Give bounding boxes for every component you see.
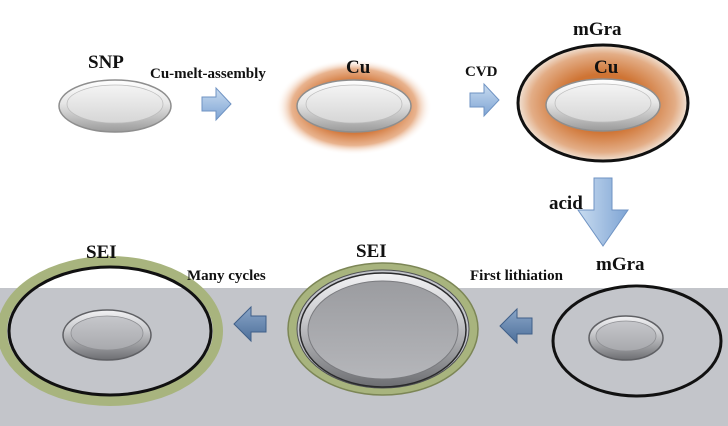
sei-label-left: SEI	[86, 242, 117, 263]
many-cycles-label: Many cycles	[187, 268, 266, 284]
assembly-step-label: Cu-melt-assembly	[150, 66, 266, 82]
mgra-cu-particle	[516, 43, 690, 163]
arrow-acid	[577, 177, 629, 247]
lithiated-particle	[287, 262, 479, 396]
cu-label: Cu	[346, 57, 371, 78]
cycled-particle	[0, 256, 223, 406]
snp-label: SNP	[88, 52, 124, 73]
cvd-step-label: CVD	[465, 64, 498, 80]
arrow-many-cycles	[233, 305, 267, 343]
sei-label-middle: SEI	[356, 241, 387, 262]
mgra-hollow-particle	[551, 284, 723, 398]
cu-coated-particle	[276, 59, 432, 155]
first-lithiation-label: First lithiation	[470, 268, 563, 284]
cu-label-inner: Cu	[594, 57, 619, 78]
arrow-first-lithiation	[499, 307, 533, 345]
snp-particle	[58, 79, 172, 133]
mgra-label-bottom: mGra	[596, 254, 645, 275]
mgra-label-top: mGra	[573, 19, 622, 40]
acid-step-label: acid	[549, 193, 583, 214]
arrow-assembly	[201, 86, 232, 122]
arrow-cvd	[469, 82, 500, 118]
